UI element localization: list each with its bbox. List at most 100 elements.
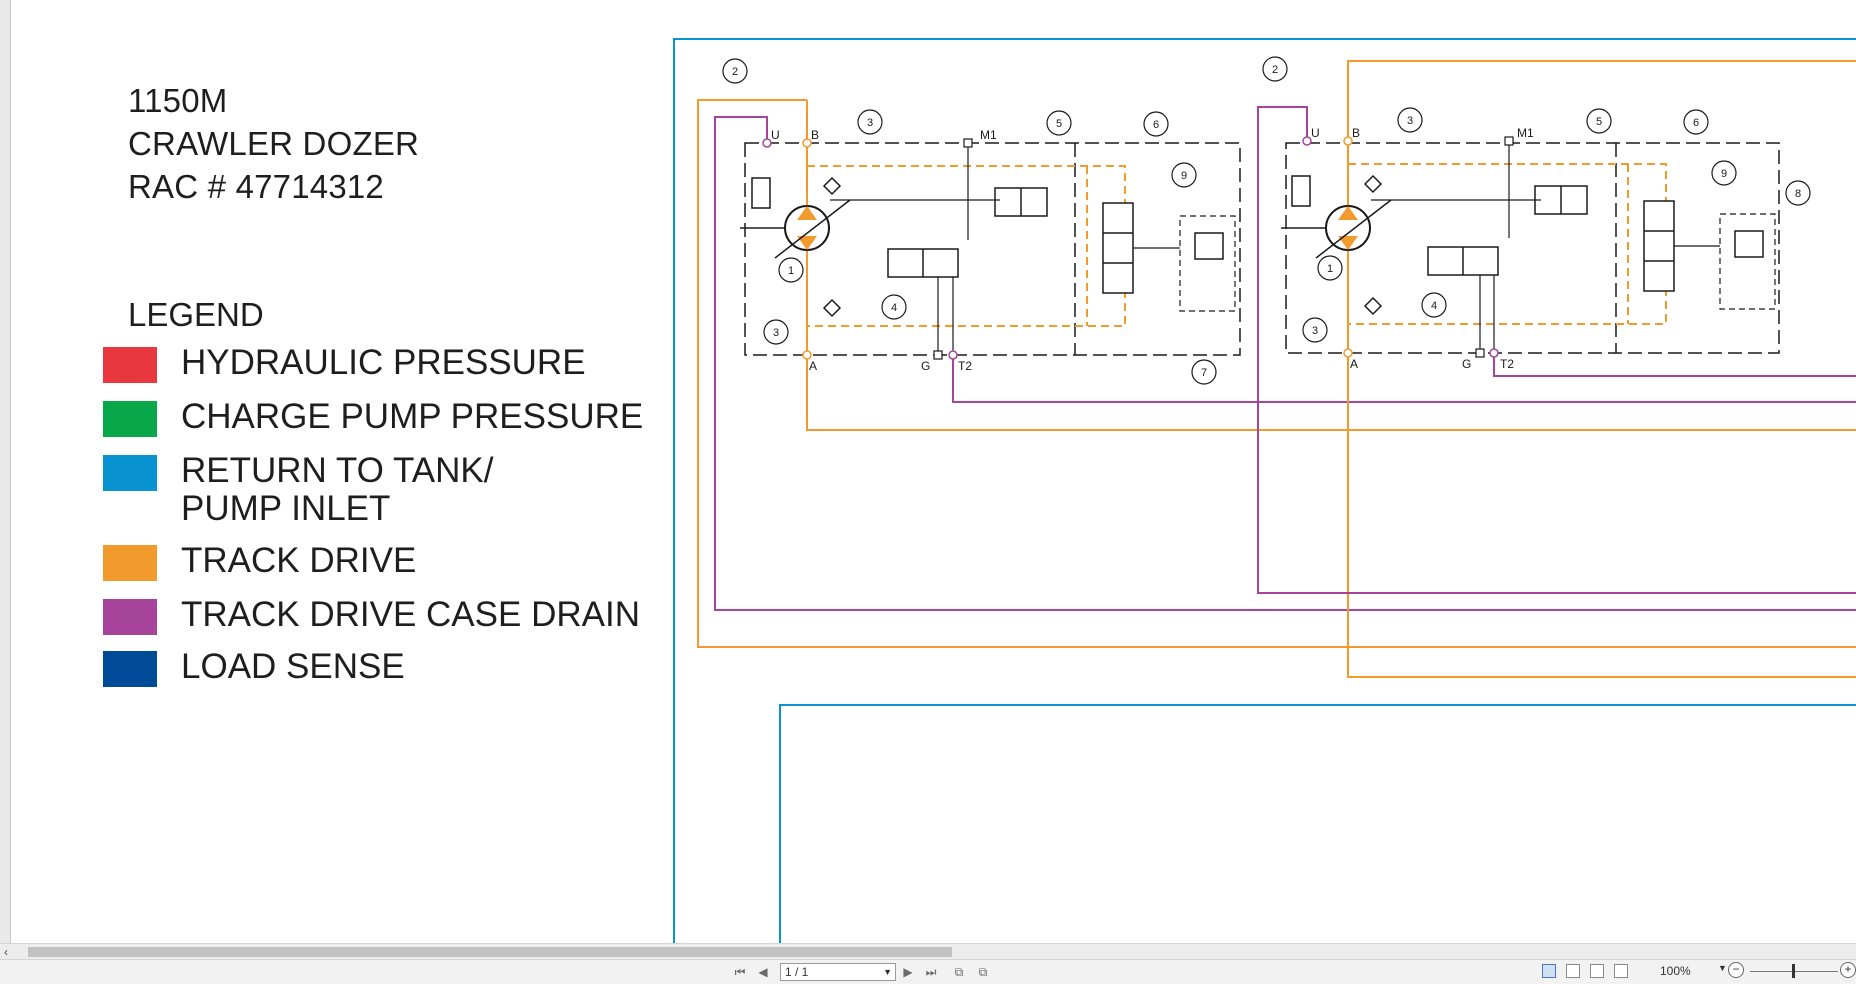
legend-label: HYDRAULIC PRESSURE (181, 343, 586, 382)
return-line-outer (673, 38, 1856, 943)
zoom-out-icon[interactable]: − (1728, 962, 1744, 978)
legend-item-track-drive-case-drain: TRACK DRIVE CASE DRAIN (103, 595, 640, 637)
callout-5: 5 (1056, 118, 1062, 130)
previous-page-icon[interactable]: ◀ (758, 965, 768, 979)
port-label-u: U (771, 128, 780, 142)
callout-8: 8 (1795, 188, 1801, 200)
callout-6: 6 (1693, 117, 1699, 129)
legend-item-charge-pump-pressure: CHARGE PUMP PRESSURE (103, 397, 643, 439)
horizontal-scrollbar[interactable]: ‹ (0, 943, 1856, 960)
legend-label: LOAD SENSE (181, 647, 405, 686)
legend-swatch (103, 651, 157, 687)
scrollbar-thumb[interactable] (28, 947, 952, 957)
legend-label: TRACK DRIVE CASE DRAIN (181, 595, 640, 634)
page-number-field[interactable]: 1 / 1 ▼ (780, 963, 896, 981)
callout-circle (857, 109, 883, 135)
callout-circle (1683, 109, 1709, 135)
solenoid-block (751, 177, 771, 209)
track-drive-line (1347, 60, 1856, 678)
zoom-level[interactable]: 100% (1660, 964, 1691, 978)
port-b (1343, 136, 1353, 146)
next-page-icon[interactable]: ▶ (903, 965, 913, 979)
callout-3b: 3 (1312, 325, 1318, 337)
port-label-g: G (921, 359, 930, 373)
relief-boundary (1179, 215, 1236, 312)
port-label-a: A (809, 359, 817, 373)
rac-number: RAC # 47714312 (128, 168, 384, 205)
callout-2: 2 (732, 66, 738, 78)
port-label-a: A (1350, 357, 1358, 371)
callout-circle (1785, 180, 1811, 206)
navigate-forward-icon[interactable]: ⧉ (978, 965, 988, 979)
page-dropdown-icon[interactable]: ▼ (883, 967, 892, 977)
port-m1 (963, 138, 973, 148)
port-label-u: U (1311, 126, 1320, 140)
directional-valve (1102, 202, 1134, 294)
scroll-left-icon[interactable]: ‹ (4, 945, 8, 959)
callout-6: 6 (1153, 119, 1159, 131)
port-label-b: B (811, 128, 819, 142)
callout-circle (1397, 107, 1423, 133)
port-b (802, 138, 812, 148)
callout-circle (722, 58, 748, 84)
case-drain-line (1257, 106, 1856, 594)
legend-swatch (103, 545, 157, 581)
viewer-statusbar: ⏮ ◀ 1 / 1 ▼ ▶ ⏭ ⧉ ⧉ 100% ▼ − + (0, 959, 1856, 984)
port-g (933, 350, 943, 360)
port-label-m1: M1 (1517, 126, 1534, 140)
relief-valve (1734, 230, 1764, 258)
legend-label: RETURN TO TANK/ (181, 451, 494, 490)
callout-circle (1711, 160, 1737, 186)
case-drain-line (952, 355, 1856, 403)
zoom-in-icon[interactable]: + (1840, 962, 1856, 978)
single-page-view-icon[interactable] (1542, 964, 1556, 978)
callout-9: 9 (1721, 168, 1727, 180)
legend-item-load-sense: LOAD SENSE (103, 647, 405, 689)
callout-1: 1 (788, 265, 794, 277)
pump-variable-arrow (774, 199, 851, 259)
port-a (1343, 348, 1353, 358)
zoom-dropdown-icon[interactable]: ▼ (1718, 963, 1727, 973)
legend-label: TRACK DRIVE (181, 541, 417, 580)
last-page-icon[interactable]: ⏭ (925, 965, 937, 979)
callout-9: 9 (1181, 170, 1187, 182)
title-block: 1150M CRAWLER DOZER RAC # 47714312 (128, 79, 419, 208)
continuous-view-icon[interactable] (1566, 964, 1580, 978)
case-drain-line (714, 116, 1856, 611)
port-label-m1: M1 (980, 128, 997, 142)
callout-circle (1317, 255, 1343, 281)
port-label-t2: T2 (958, 359, 972, 373)
callout-3: 3 (1407, 115, 1413, 127)
legend-swatch (103, 599, 157, 635)
navigate-back-icon[interactable]: ⧉ (954, 965, 964, 979)
machine-type: CRAWLER DOZER (128, 125, 420, 162)
port-m1 (1504, 136, 1514, 146)
port-label-g: G (1462, 357, 1471, 371)
facing-view-icon[interactable] (1590, 964, 1604, 978)
callout-5: 5 (1596, 116, 1602, 128)
legend-swatch (103, 455, 157, 491)
unit-boundary (1285, 142, 1780, 354)
unit-boundary (744, 142, 1241, 356)
check-valve (822, 298, 842, 318)
callout-circle (763, 319, 789, 345)
pump-arrow-bottom (797, 236, 817, 250)
legend-swatch (103, 401, 157, 437)
callout-circle (881, 294, 907, 320)
callout-1: 1 (1327, 263, 1333, 275)
hydraulic-schematic: U B M1 A G T2 1 2 3 3 4 5 6 7 9 (673, 38, 1856, 943)
port-t2 (948, 350, 958, 360)
first-page-icon[interactable]: ⏮ (734, 965, 746, 979)
track-drive-line (697, 99, 1856, 648)
zoom-slider-thumb[interactable] (1792, 964, 1795, 978)
relief-valve (1194, 232, 1224, 260)
callout-circle (1262, 56, 1288, 82)
document-page: 1150M CRAWLER DOZER RAC # 47714312 LEGEN… (11, 0, 1856, 943)
page-indicator: 1 / 1 (785, 965, 809, 979)
legend-title: LEGEND (128, 296, 264, 333)
port-label-b: B (1352, 126, 1360, 140)
case-drain-line (1493, 355, 1856, 377)
continuous-facing-view-icon[interactable] (1614, 964, 1628, 978)
legend-item-return-to-tank: RETURN TO TANK/ PUMP INLET (103, 451, 493, 531)
callout-circle (1586, 108, 1612, 134)
